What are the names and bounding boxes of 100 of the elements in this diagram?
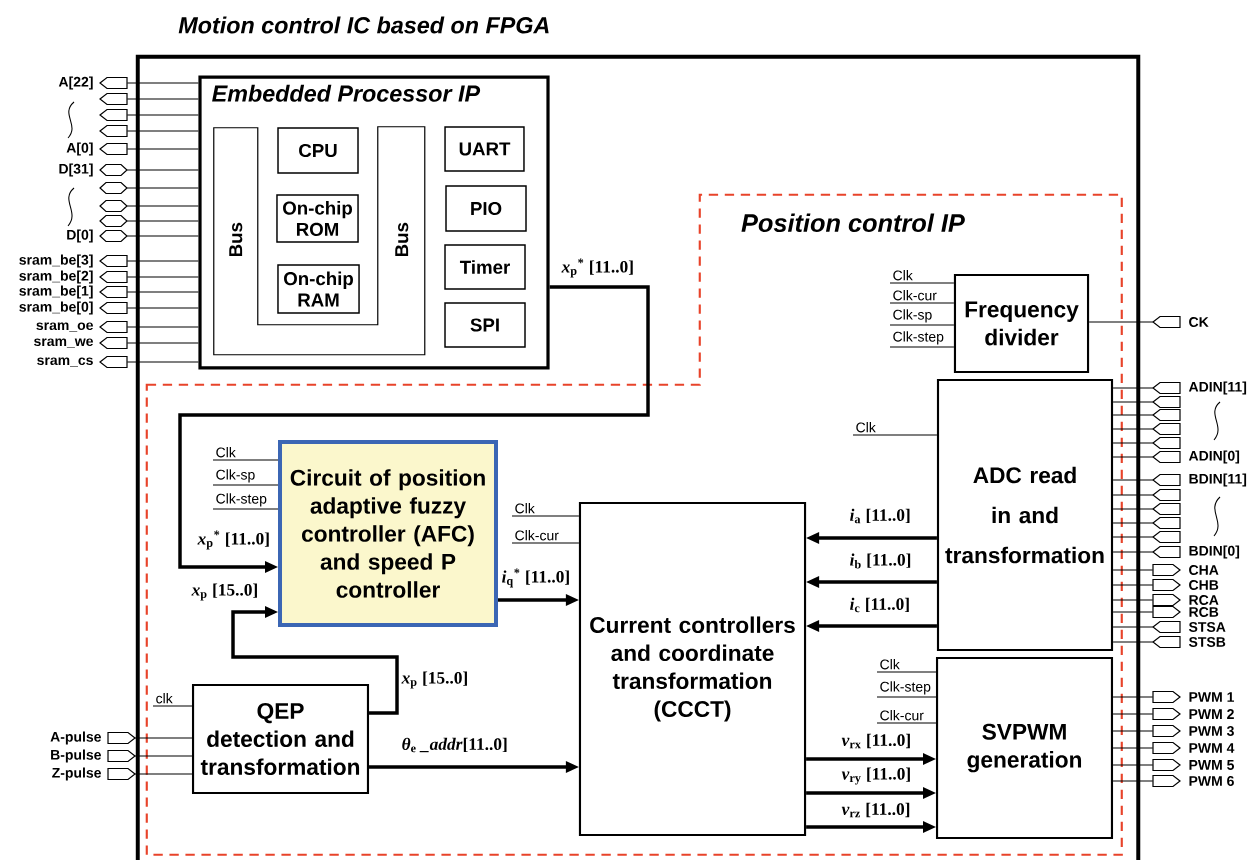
pin-label: sram_be[1] xyxy=(19,285,93,299)
pin-line xyxy=(1112,479,1154,481)
pin-line xyxy=(126,114,199,116)
signal-label: x$_{p}$$^{*}$ [11..0] xyxy=(560,257,636,279)
signal-arrow xyxy=(806,532,937,544)
clock-label: Clk-cur xyxy=(515,530,559,541)
pin-line xyxy=(126,276,199,278)
pin-line xyxy=(126,220,199,222)
pin-symbol xyxy=(1152,516,1181,530)
pin-label: sram_oe xyxy=(36,322,93,332)
pin-line xyxy=(1112,508,1154,510)
pin-line xyxy=(1112,747,1154,749)
pin-symbol xyxy=(99,124,128,138)
signal-arrow xyxy=(806,753,936,765)
pin-line xyxy=(1112,696,1154,698)
pin-symbol xyxy=(1152,502,1181,516)
pin-line xyxy=(126,130,199,132)
pin-line xyxy=(1112,456,1154,458)
pin-line xyxy=(134,755,193,757)
pin-label: A[22] xyxy=(58,76,93,90)
signal-arrow xyxy=(806,576,937,588)
function-block: Circuit of position adaptive fuzzy controller (AFC) and speed P controller xyxy=(278,440,498,627)
pin-label: Z-pulse xyxy=(52,767,101,781)
pin-symbol xyxy=(99,181,128,195)
clock-label: Clk xyxy=(856,422,876,433)
clock-line xyxy=(889,302,955,304)
pin-label: CK xyxy=(1189,317,1209,327)
pin-line xyxy=(1112,522,1154,524)
pin-line xyxy=(1112,780,1154,782)
region-title: Position control IP xyxy=(741,213,965,233)
pin-line xyxy=(1112,387,1154,389)
function-block: Current controllers and coordinate transformation (CCCT) xyxy=(578,501,807,837)
pin-line xyxy=(1112,494,1154,496)
pin-symbol xyxy=(99,214,128,228)
pin-line xyxy=(126,169,199,171)
pin-line xyxy=(1112,599,1154,601)
pin-line xyxy=(1112,442,1154,444)
pin-symbol xyxy=(99,199,128,213)
clock-label: Clk xyxy=(515,503,535,514)
pin-symbol xyxy=(1152,436,1181,450)
signal-arrow xyxy=(231,606,399,715)
clock-label: Clk xyxy=(880,659,900,670)
signal-label: v$_{rz}$ [11..0] xyxy=(840,801,912,819)
pin-line xyxy=(126,82,199,84)
pin-line xyxy=(134,773,193,775)
module-box: UART xyxy=(444,126,525,172)
function-block: Frequency divider xyxy=(953,273,1090,374)
pin-symbol xyxy=(99,108,128,122)
clock-label: Clk-step xyxy=(893,331,944,345)
pin-line xyxy=(1112,414,1154,416)
pin-line xyxy=(1112,730,1154,732)
clock-line xyxy=(212,484,279,486)
module-box: SPI xyxy=(444,302,526,348)
pin-line xyxy=(126,361,199,363)
pin-label: PWM 2 xyxy=(1189,709,1234,719)
pin-line xyxy=(1112,428,1154,430)
pin-label: PWM 3 xyxy=(1189,726,1234,736)
pin-line xyxy=(126,148,199,150)
signal-arrow xyxy=(806,787,936,799)
pin-label: sram_cs xyxy=(37,357,93,367)
pin-label: PWM 6 xyxy=(1189,776,1234,786)
clock-label: Clk-sp xyxy=(216,469,255,483)
pin-symbol xyxy=(1152,530,1181,544)
pin-line xyxy=(126,291,199,293)
pin-label: RCA xyxy=(1189,595,1219,605)
pin-line xyxy=(1112,401,1154,403)
pin-symbol xyxy=(1152,408,1181,422)
signal-label: v$_{ry}$ [11..0] xyxy=(840,766,913,786)
function-block: SVPWM generation xyxy=(935,656,1114,840)
clock-label: Clk-cur xyxy=(893,290,937,301)
pin-line xyxy=(1112,569,1154,571)
pin-line xyxy=(1112,611,1154,613)
pin-label: PWM 1 xyxy=(1189,692,1234,702)
module-box: CPU xyxy=(277,127,359,174)
clock-line xyxy=(511,515,580,517)
clock-line xyxy=(511,542,580,544)
clock-label: Clk-sp xyxy=(893,309,932,323)
clock-line xyxy=(876,671,937,673)
clock-line xyxy=(852,434,938,436)
clock-line xyxy=(152,705,193,707)
pin-line xyxy=(126,342,199,344)
signal-label: i$_{c}$ [11..0] xyxy=(848,596,912,614)
signal-label: i$_{q}$$^{*}$ [11..0] xyxy=(500,567,572,589)
signal-arrow xyxy=(806,620,937,632)
pin-label: RCB xyxy=(1189,607,1219,617)
signal-arrow xyxy=(498,594,579,606)
clock-line xyxy=(212,459,279,461)
pin-line xyxy=(1088,321,1154,323)
module-box: PIO xyxy=(445,185,527,232)
pin-symbol xyxy=(1152,395,1181,409)
pin-line xyxy=(1112,551,1154,553)
pin-line xyxy=(134,737,193,739)
pin-label: A[0] xyxy=(66,142,93,156)
module-box: On-chip RAM xyxy=(277,264,360,314)
signal-label: x$_{p}$ [15..0] xyxy=(400,670,470,690)
signal-label: i$_{b}$ [11..0] xyxy=(848,552,913,570)
chip-outline xyxy=(135,54,1141,860)
pin-label: STSA xyxy=(1188,622,1226,632)
pin-label: PWM 4 xyxy=(1189,743,1235,753)
pin-line xyxy=(1112,584,1154,586)
